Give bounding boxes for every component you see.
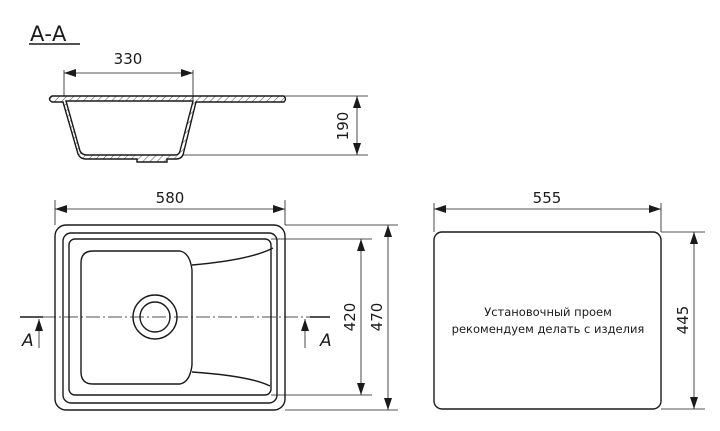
top-view: 580 A A 420 470: [20, 189, 398, 411]
drainboard-lower-curve: [191, 371, 271, 387]
sink-bowl: [80, 250, 193, 385]
dimension-330-label: 330: [114, 50, 143, 68]
section-marker-right: A: [319, 331, 332, 351]
cutout-outline: [433, 231, 662, 410]
sink-outer-edge: [54, 224, 286, 411]
dimension-420-label: 420: [341, 303, 359, 332]
cutout-view: 555 Установочный проем рекомендуем делат…: [433, 189, 705, 410]
cutout-note-line2: рекомендуем делать с изделия: [452, 322, 645, 336]
svg-text:А-А: А-А: [30, 22, 67, 46]
sink-rim: [62, 232, 278, 404]
section-view: 330 190: [48, 50, 368, 163]
dimension-580-label: 580: [156, 189, 185, 207]
dimension-470-label: 470: [368, 303, 386, 332]
dimension-445-label: 445: [674, 306, 692, 335]
section-title: А-А: [29, 22, 80, 46]
drainboard-upper-curve: [191, 247, 274, 266]
dimension-555-label: 555: [533, 189, 562, 207]
cutout-note-line1: Установочный проем: [484, 305, 612, 319]
section-marker-left: A: [21, 331, 34, 351]
dimension-190-label: 190: [334, 112, 352, 141]
